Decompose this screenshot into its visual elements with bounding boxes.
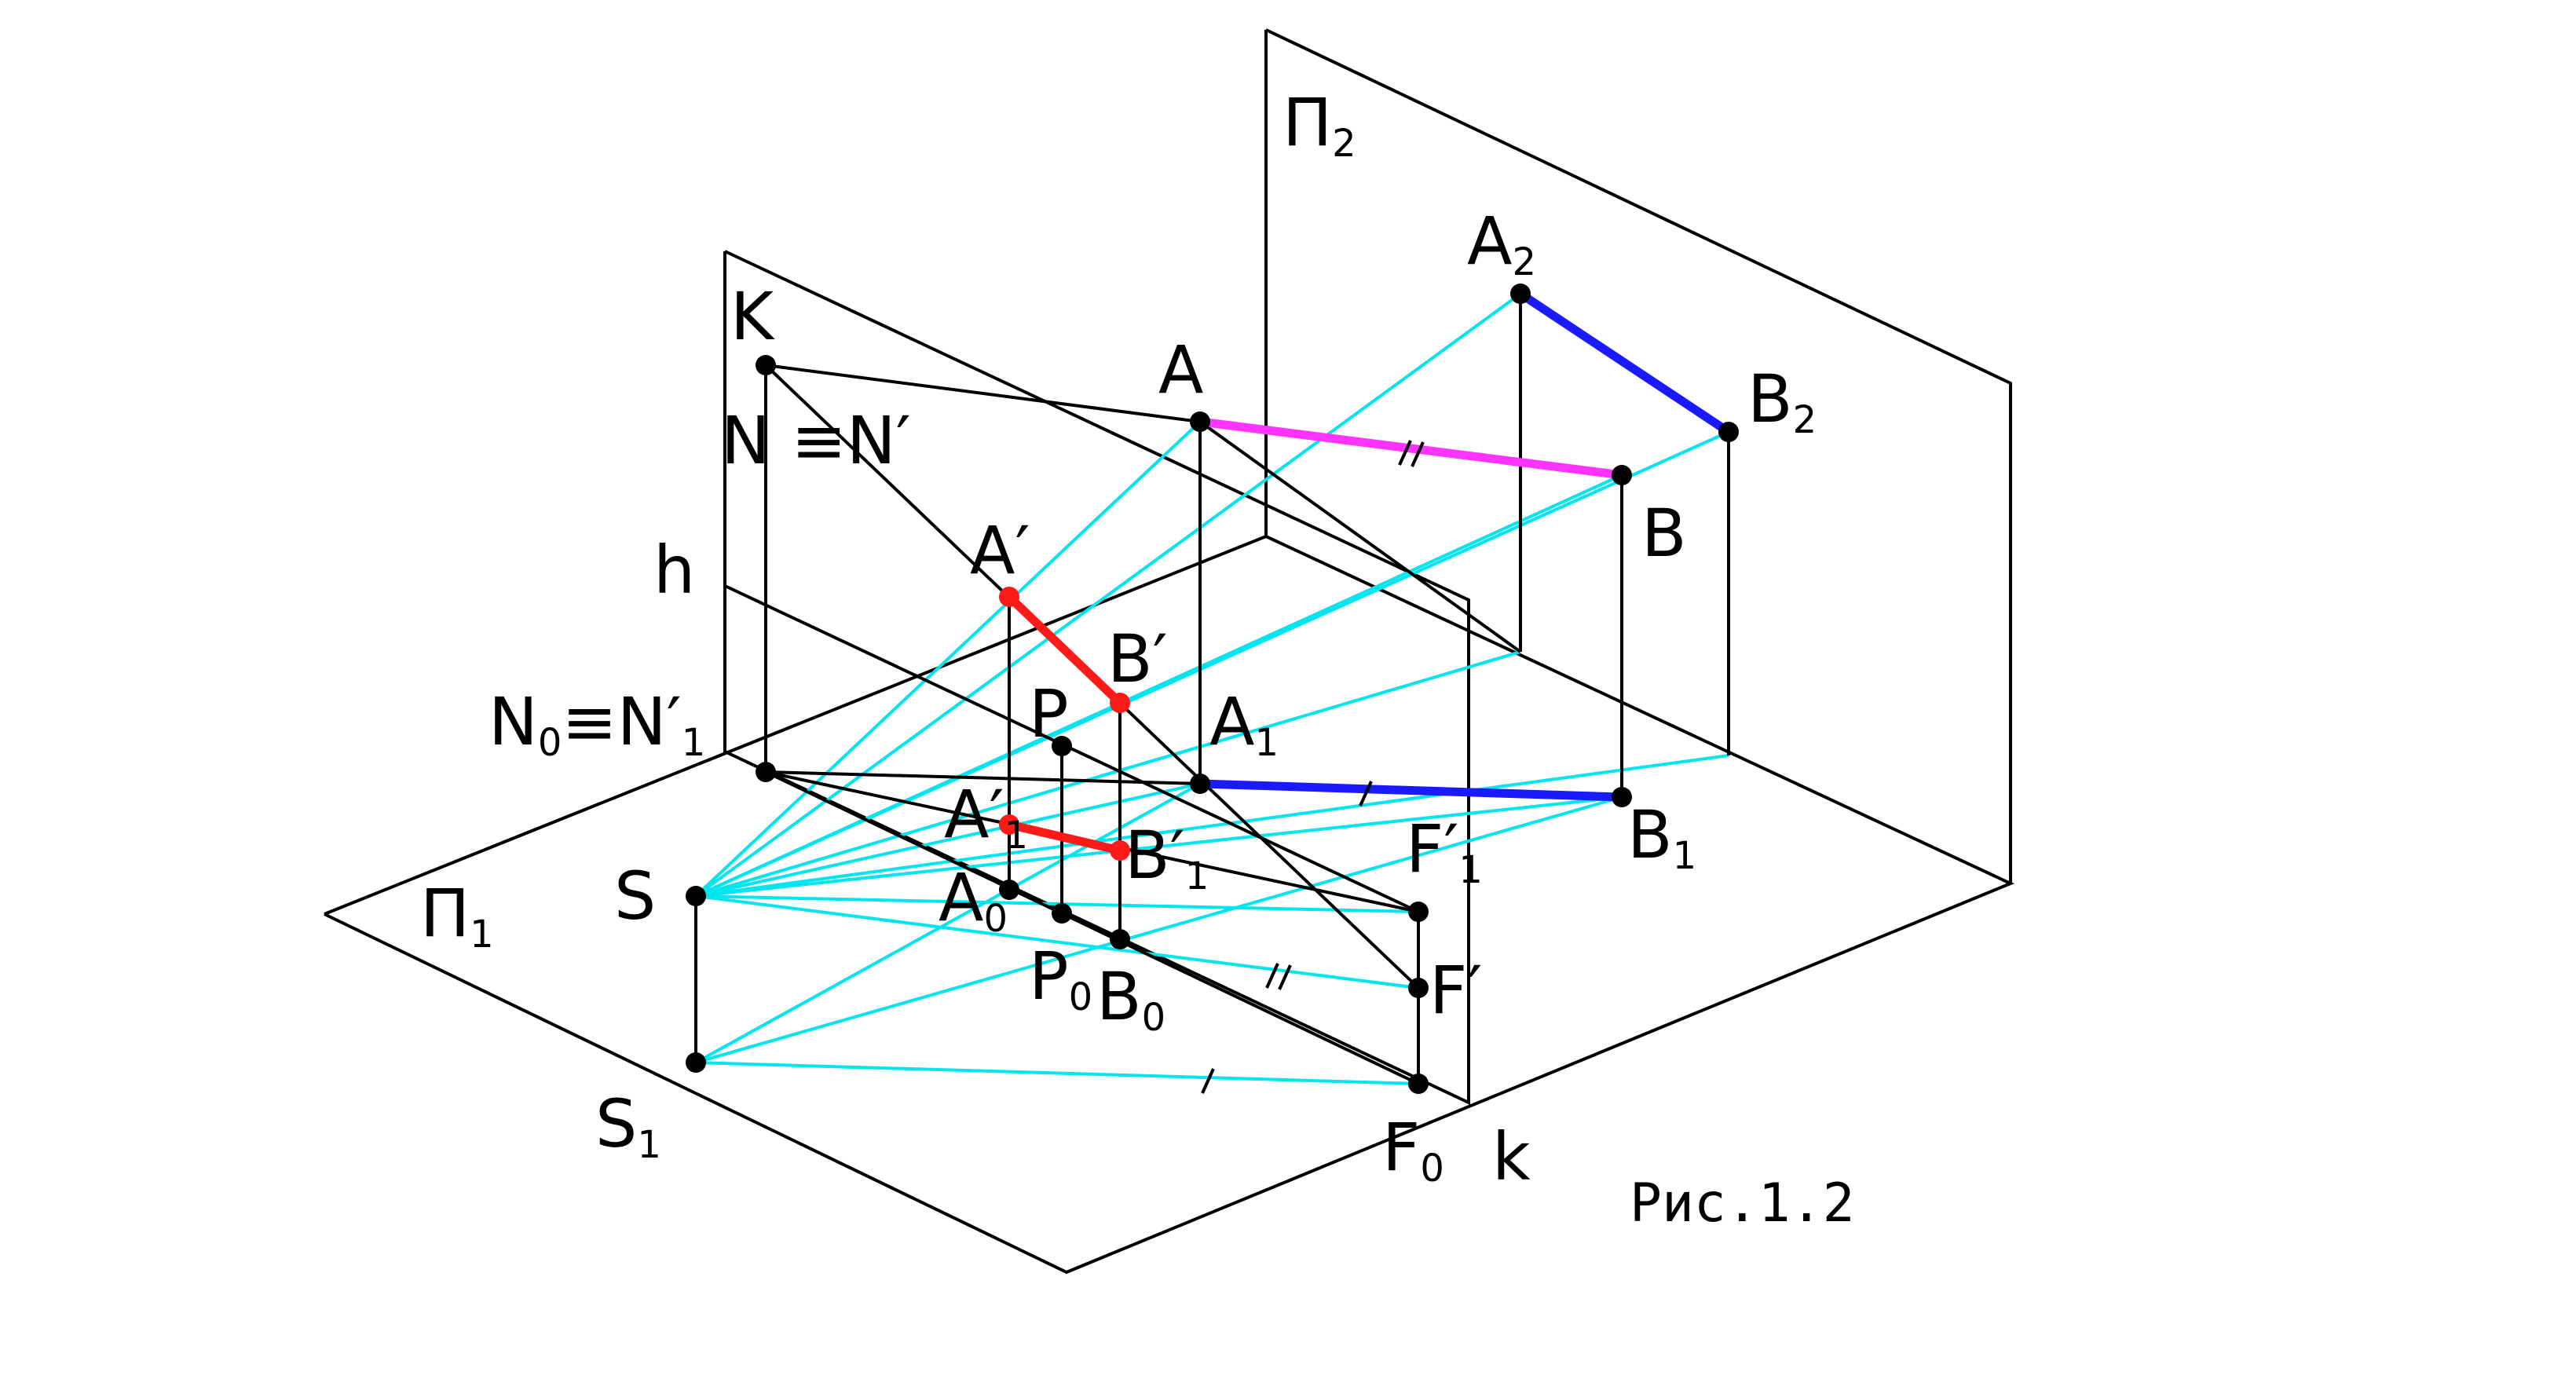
ray-S1-F0 — [695, 1061, 1419, 1085]
plane-pi1 — [324, 534, 2014, 1275]
figure-caption: Рис.1.2 — [1630, 1172, 1855, 1235]
point-B2 — [1718, 422, 1739, 442]
label-B0: B0 — [1096, 958, 1165, 1040]
point-Bprime — [1110, 693, 1130, 713]
segment-A2B2 — [1517, 290, 1732, 436]
ray-S-A2-base — [695, 650, 1521, 898]
segment-AB — [1199, 417, 1623, 480]
label-pi1: Π1 — [420, 875, 494, 957]
label-A2: A2 — [1467, 203, 1536, 284]
mark-SF-2 — [1278, 964, 1292, 990]
mark-SF-1 — [1265, 963, 1279, 989]
points — [686, 283, 1739, 1094]
point-S — [686, 886, 706, 906]
point-N0 — [756, 762, 776, 782]
mark-AB-2 — [1411, 441, 1425, 467]
label-Aprime: A′ — [970, 512, 1030, 589]
label-B2: B2 — [1747, 360, 1817, 442]
label-k: k — [1492, 1118, 1531, 1195]
ray-S-A — [694, 420, 1202, 898]
label-Fprime: F′ — [1429, 952, 1482, 1029]
label-K: K — [730, 278, 775, 355]
point-K — [756, 355, 776, 375]
point-F0 — [1408, 1074, 1429, 1094]
ray-S-A2 — [694, 292, 1522, 898]
plane-pi2 — [1264, 28, 2012, 883]
label-S: S — [614, 858, 656, 935]
label-A1: A1 — [1209, 683, 1279, 765]
label-A: A — [1158, 331, 1203, 408]
segment-AprimeBprime — [1006, 594, 1123, 706]
point-P0 — [1052, 903, 1072, 924]
label-P0: P0 — [1029, 938, 1092, 1019]
ray-S-B2-base — [695, 754, 1729, 898]
label-B: B — [1641, 495, 1687, 572]
label-h: h — [653, 532, 695, 609]
label-S1: S1 — [595, 1085, 661, 1167]
point-A2 — [1510, 283, 1531, 304]
label-N0: N0≡N′1 — [488, 683, 705, 765]
picture-plane-k — [723, 250, 1470, 1106]
label-B1prime: B′1 — [1125, 817, 1209, 898]
point-F1prime — [1408, 902, 1429, 922]
label-F0: F0 — [1382, 1109, 1444, 1191]
label-P: P — [1029, 675, 1069, 752]
point-B1prime — [1110, 840, 1130, 861]
construction-lines — [694, 294, 1730, 1085]
ray-S-B1 — [695, 796, 1623, 898]
parallel-marks — [1201, 440, 1425, 1094]
ray-S-F — [695, 894, 1419, 989]
label-B1: B1 — [1627, 796, 1696, 878]
point-P — [1052, 736, 1072, 756]
point-A1 — [1190, 774, 1210, 794]
line-N0-F0 — [765, 770, 1419, 1085]
segment-A1B1 — [1199, 779, 1623, 802]
ray-S-A1 — [695, 782, 1201, 898]
projection-rays — [694, 292, 1729, 1085]
label-Bprime: B′ — [1107, 620, 1168, 697]
ray-S-B — [695, 474, 1623, 898]
labels: Π2 Π1 K N ≡N′ h N0≡N′1 A A2 B2 B A′ B′ P… — [420, 84, 1855, 1235]
label-A1prime: A′1 — [944, 776, 1028, 858]
ray-S1-A1 — [695, 782, 1201, 1064]
point-Aprime — [999, 587, 1019, 607]
ray-S-F1 — [695, 894, 1419, 913]
line-K-A — [765, 364, 1201, 423]
label-pi2: Π2 — [1283, 84, 1356, 166]
line-A-trace — [1198, 420, 1522, 653]
point-B1 — [1612, 787, 1632, 807]
point-Fprime — [1408, 978, 1429, 998]
label-A0: A0 — [939, 859, 1008, 941]
mark-AB-1 — [1398, 440, 1412, 466]
mark-A1B1 — [1359, 781, 1373, 807]
point-S1 — [686, 1052, 706, 1073]
label-F1prime: F′1 — [1406, 810, 1483, 892]
label-N: N ≡N′ — [721, 402, 911, 479]
point-A1prime — [999, 814, 1019, 835]
mark-S1F0 — [1201, 1068, 1215, 1094]
line-N0-A1 — [765, 770, 1201, 785]
segment-A1primeB1prime — [1008, 820, 1122, 855]
point-B — [1612, 465, 1632, 485]
point-A0 — [999, 880, 1019, 900]
ray-S1-B1 — [695, 796, 1623, 1064]
point-A — [1190, 412, 1210, 432]
point-B0 — [1110, 929, 1130, 949]
